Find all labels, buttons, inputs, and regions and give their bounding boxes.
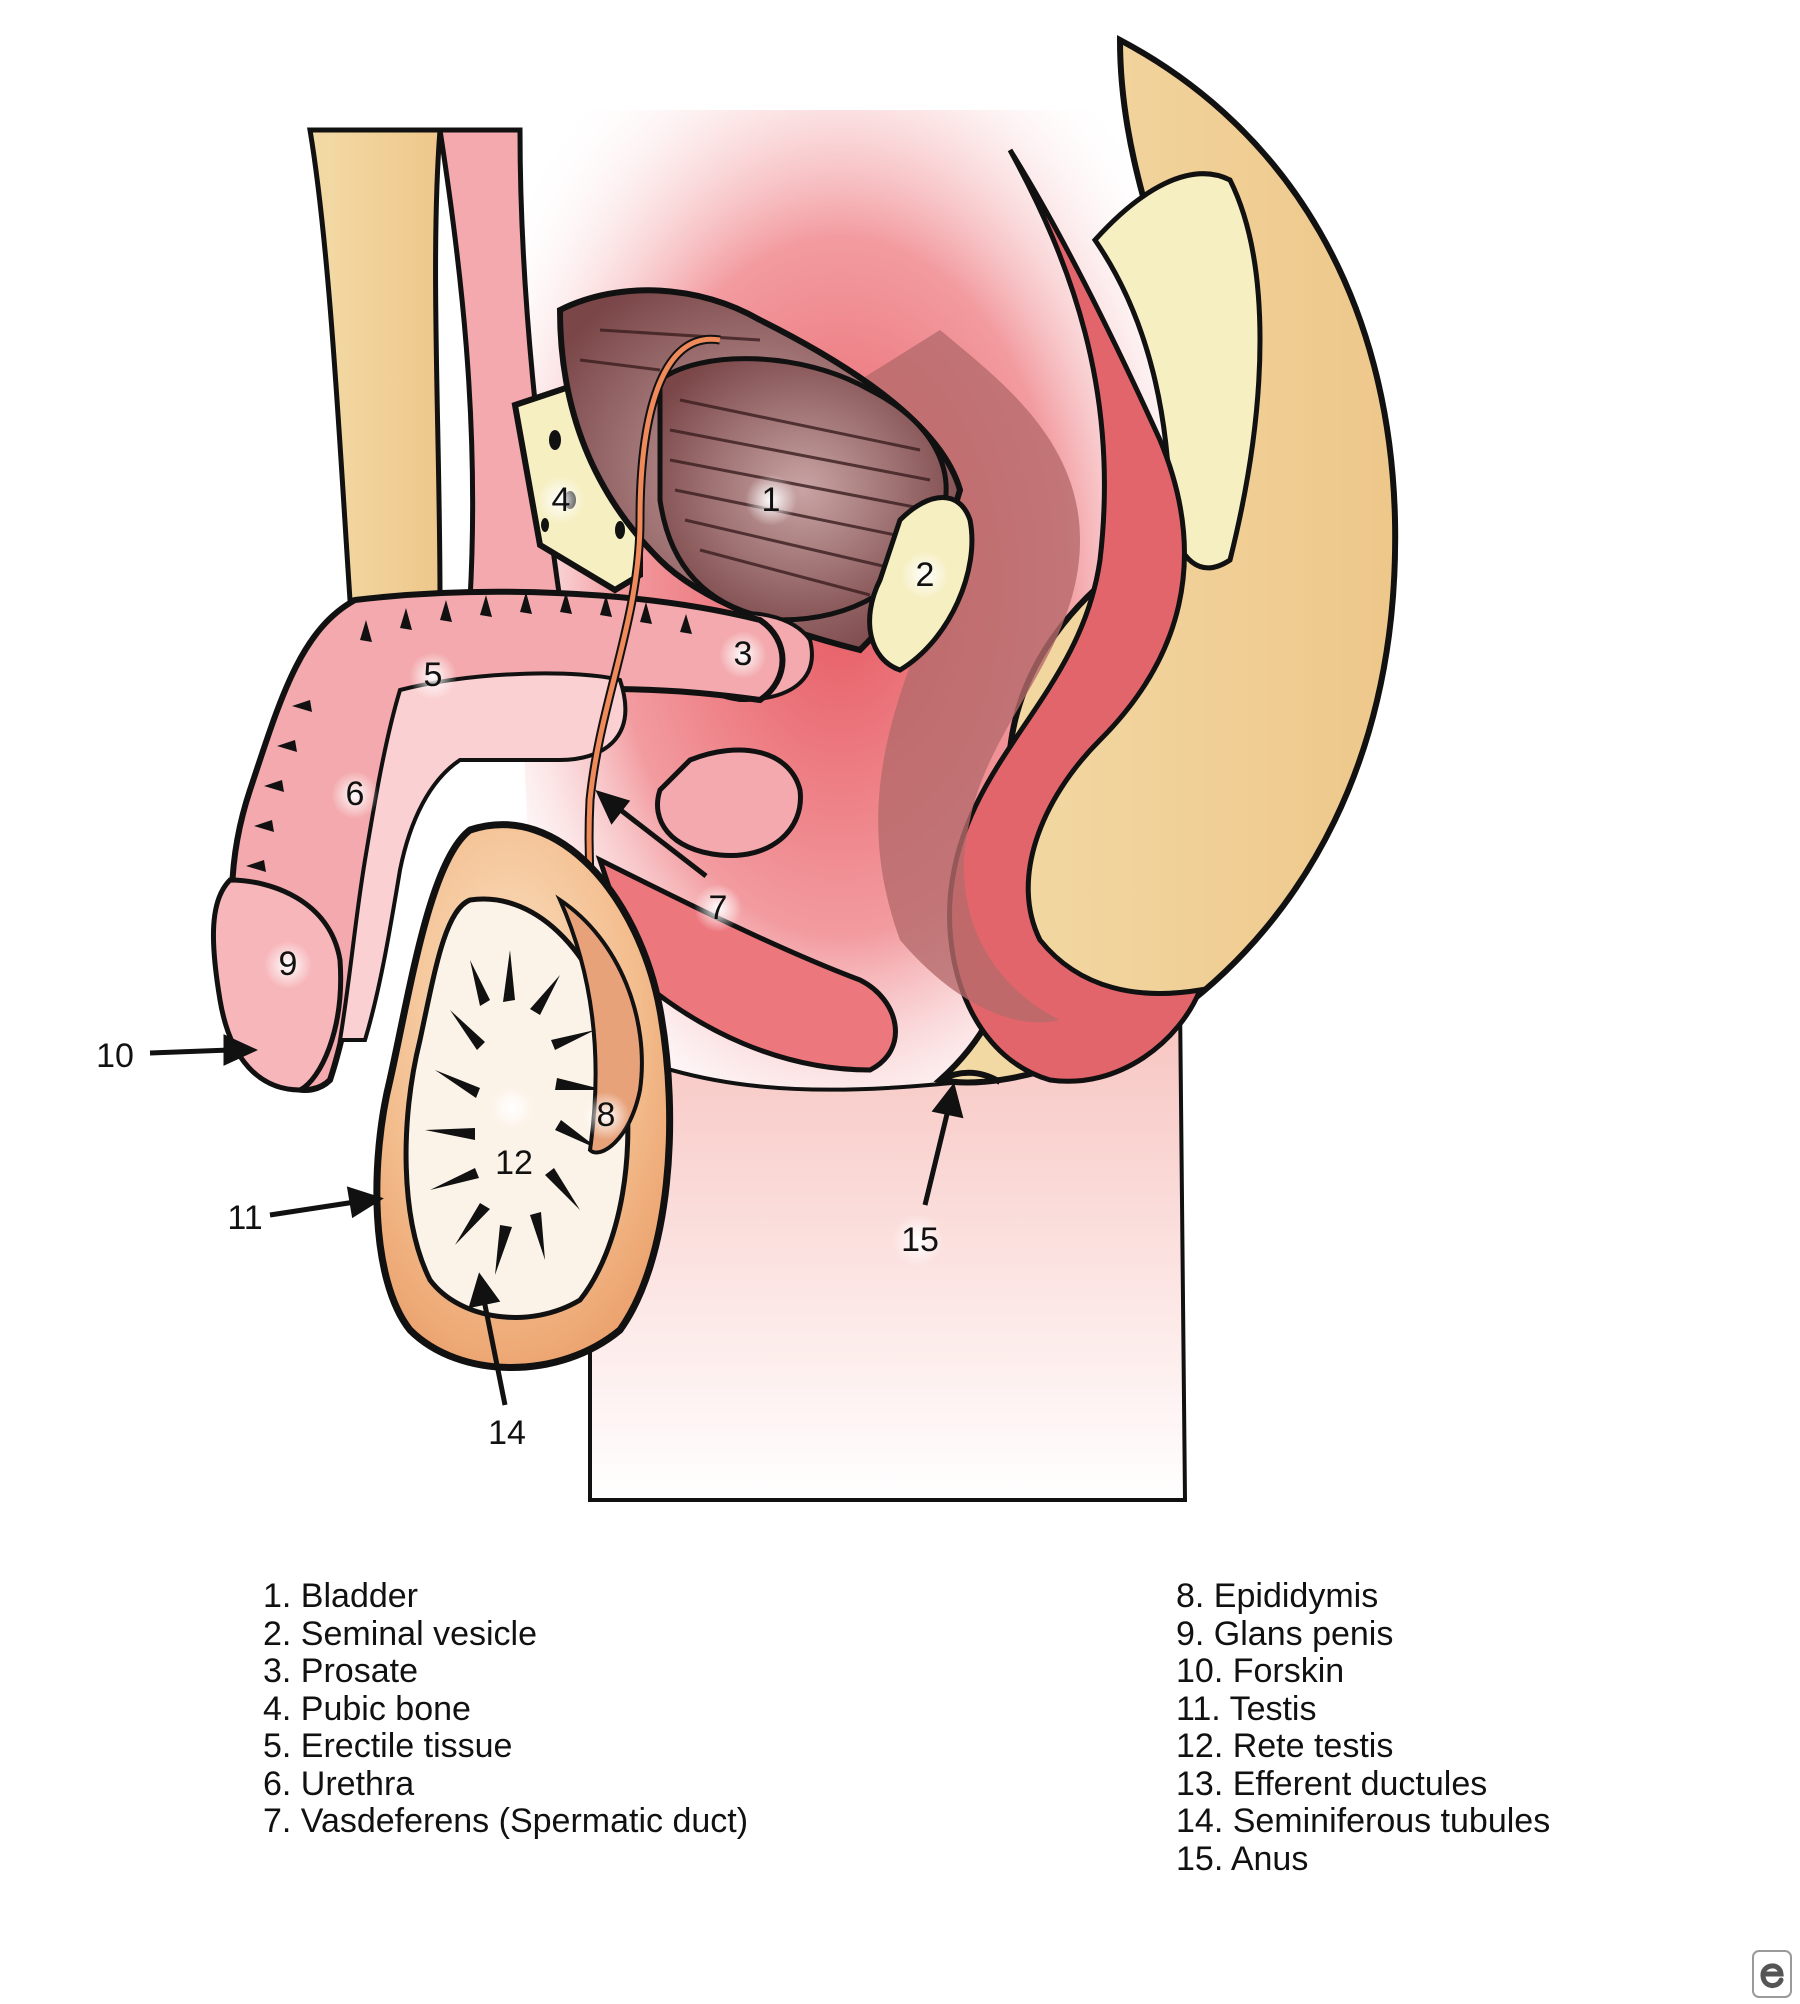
label-11: 11 xyxy=(227,1199,262,1237)
label-12: 12 xyxy=(495,1144,533,1182)
label-5: 5 xyxy=(424,656,443,694)
legend-item: 10. Forskin xyxy=(1176,1652,1345,1690)
sacrum xyxy=(1091,171,1263,571)
label-3: 3 xyxy=(734,635,753,673)
pointer-arrows xyxy=(149,789,964,1406)
legend-item: 9. Glans penis xyxy=(1176,1614,1394,1653)
label-2: 2 xyxy=(916,556,935,594)
erectile-tissue-marks xyxy=(246,592,692,872)
legend-item: 7. Vasdeferens (Spermatic duct) xyxy=(263,1802,749,1840)
label-7: 7 xyxy=(709,889,728,927)
rete-testis xyxy=(490,1086,534,1130)
anatomy-illustration: 1 2 3 4 5 6 7 8 9 10 12 11 14 15 xyxy=(96,35,1399,1502)
legend-item: 1. Bladder xyxy=(263,1577,418,1615)
seminiferous-tubules xyxy=(425,950,605,1275)
label-8: 8 xyxy=(597,1096,616,1134)
legend-item: 8. Epididymis xyxy=(1176,1577,1379,1615)
legend-item: 4. Pubic bone xyxy=(263,1689,471,1728)
anus xyxy=(938,1069,1002,1085)
legend-right: 8. Epididymis 9. Glans penis 10. Forskin… xyxy=(1176,1577,1551,1878)
label-15: 15 xyxy=(901,1221,939,1259)
label-4: 4 xyxy=(552,481,571,519)
legend-item: 14. Seminiferous tubules xyxy=(1176,1802,1551,1840)
label-14: 14 xyxy=(488,1414,526,1452)
legend-item: 13. Efferent ductules xyxy=(1176,1764,1488,1803)
legend-item: 2. Seminal vesicle xyxy=(263,1614,538,1653)
label-10: 10 xyxy=(96,1037,134,1075)
bulb xyxy=(655,747,803,859)
legend-left: 1. Bladder 2. Seminal vesicle 3. Prosate… xyxy=(263,1577,749,1841)
legend-item: 6. Urethra xyxy=(263,1764,415,1803)
corner-logo-icon xyxy=(1752,1950,1792,1998)
label-1: 1 xyxy=(762,481,781,519)
legend-item: 15. Anus xyxy=(1176,1839,1309,1878)
urethra xyxy=(337,671,628,1042)
label-6: 6 xyxy=(346,775,365,813)
legend-item: 11. Testis xyxy=(1176,1689,1317,1728)
label-halos xyxy=(264,474,949,1266)
legend-item: 12. Rete testis xyxy=(1176,1727,1394,1765)
bladder-striations xyxy=(579,328,931,597)
legend-item: 5. Erectile tissue xyxy=(263,1727,513,1765)
label-9: 9 xyxy=(279,945,298,983)
legend-item: 3. Prosate xyxy=(263,1652,418,1690)
epididymis xyxy=(555,894,644,1155)
abdominal-wall xyxy=(307,127,443,603)
rectum-inner xyxy=(860,330,1080,1023)
rectum xyxy=(947,148,1204,1084)
